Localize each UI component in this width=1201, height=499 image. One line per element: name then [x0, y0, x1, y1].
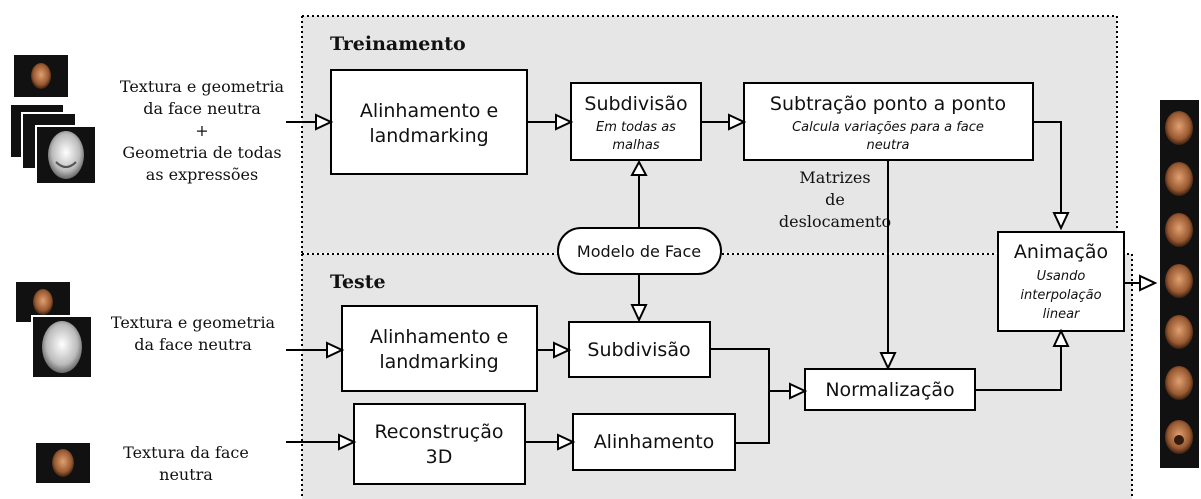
training-input-images	[9, 55, 97, 185]
reconstruction-box: Reconstrução 3D	[353, 403, 526, 485]
training-subdivision-sub-2: malhas	[612, 138, 659, 153]
face-model-node: Modelo de Face	[557, 227, 722, 275]
training-subdivision-sub-1: Em todas as	[596, 120, 676, 135]
animation-title: Animação	[1014, 241, 1108, 263]
training-label: Treinamento	[330, 33, 466, 55]
training-input-text-1: Textura e geometria	[120, 77, 285, 96]
animation-output-strip	[1160, 100, 1199, 468]
test-label: Teste	[330, 271, 386, 293]
connectors	[286, 113, 1158, 451]
output-face-icon	[1165, 366, 1193, 400]
training-alignment-box: Alinhamento e landmarking	[330, 69, 528, 175]
training-subdivision-title: Subdivisão	[584, 93, 687, 115]
test-input-1-text-2: da face neutra	[134, 335, 252, 354]
matrices-label-2: de	[825, 190, 845, 209]
test-input-images	[16, 282, 93, 483]
alignment-box: Alinhamento	[572, 413, 736, 471]
alignment-title: Alinhamento	[594, 431, 715, 453]
training-input-text-2: da face neutra	[143, 99, 261, 118]
training-alignment-label-2: landmarking	[369, 125, 488, 147]
output-face-icon	[1165, 315, 1193, 349]
test-subdivision-box: Subdivisão	[568, 321, 711, 378]
animation-sub-3: linear	[1043, 307, 1081, 322]
face-mesh-icon	[48, 131, 84, 179]
animation-sub-2: interpolação	[1020, 288, 1101, 303]
animation-sub-1: Usando	[1037, 269, 1086, 284]
matrices-label-1: Matrizes	[799, 168, 870, 187]
matrices-label-3: deslocamento	[779, 212, 891, 231]
training-alignment-label-1: Alinhamento e	[360, 100, 498, 122]
test-alignment-label-2: landmarking	[379, 351, 498, 373]
reconstruction-label-2: 3D	[426, 446, 453, 468]
face-photo-icon	[31, 63, 51, 89]
test-alignment-box: Alinhamento e landmarking	[341, 305, 538, 392]
reconstruction-label-1: Reconstrução	[374, 421, 503, 443]
test-input-2-text-2: neutra	[159, 465, 213, 484]
output-face-icon	[1165, 162, 1193, 196]
normalization-box: Normalização	[804, 368, 976, 411]
face-mesh-icon	[42, 321, 82, 373]
subtraction-sub-1: Calcula variações para a face	[792, 120, 984, 135]
animation-box: Animação Usando interpolação linear	[997, 231, 1125, 332]
face-photo-icon	[52, 449, 74, 477]
subtraction-sub-2: neutra	[867, 138, 910, 153]
test-input-1-text-1: Textura e geometria	[111, 313, 276, 332]
training-input-text-5: as expressões	[146, 165, 258, 184]
face-model-label: Modelo de Face	[577, 242, 701, 261]
training-input-text-3: +	[195, 121, 208, 140]
normalization-title: Normalização	[825, 379, 954, 401]
test-input-2-text-1: Textura da face	[123, 443, 249, 462]
training-subdivision-box: Subdivisão Em todas as malhas	[570, 82, 702, 161]
test-subdivision-title: Subdivisão	[587, 339, 690, 361]
face-photo-icon	[33, 289, 53, 315]
output-face-icon	[1165, 213, 1193, 247]
output-face-icon	[1165, 111, 1193, 145]
output-face-icon	[1165, 264, 1193, 298]
subtraction-box: Subtração ponto a ponto Calcula variaçõe…	[743, 82, 1034, 161]
subtraction-title: Subtração ponto a ponto	[770, 93, 1006, 115]
training-input-text-4: Geometria de todas	[122, 143, 281, 162]
test-alignment-label-1: Alinhamento e	[370, 326, 508, 348]
